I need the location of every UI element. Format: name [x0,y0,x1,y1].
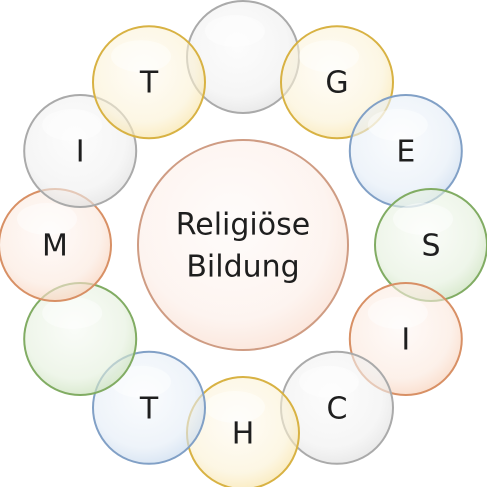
ring-circle-10 [23,94,138,208]
ring-circle-11 [92,25,206,140]
center-circle: Religiöse Bildung [137,139,349,351]
ring-highlight-2 [367,109,428,141]
center-label-line2: Bildung [186,250,299,285]
ring-letter-4: I [401,323,410,358]
ring-letter-6: H [232,417,255,452]
ring-highlight-9 [17,203,77,235]
ring-letter-2: E [396,135,415,170]
ring-circle-4 [348,282,463,396]
ring-letter-3: S [421,229,440,264]
ring-letter-11: T [139,66,159,101]
ring-letter-7: T [139,391,159,426]
ring-letter-1: G [325,66,348,101]
ring-highlight-1 [299,40,359,73]
ring-circle-1 [280,25,394,140]
ring-highlight-5 [299,365,359,398]
ring-highlight-8 [42,297,103,329]
ring-highlight-10 [42,109,103,141]
ring-highlight-7 [111,365,171,398]
ring-highlight-0 [205,15,265,47]
ring-highlight-6 [205,391,265,423]
ring-highlight-4 [367,297,428,329]
ring-highlight-11 [111,40,171,73]
ring-highlight-3 [393,203,453,235]
ring-letter-10: I [76,135,85,170]
ring-letter-9: M [42,229,68,264]
ring-letter-5: C [327,391,348,426]
ring-circle-7 [92,350,206,465]
center-label-line1: Religiöse [176,208,310,243]
